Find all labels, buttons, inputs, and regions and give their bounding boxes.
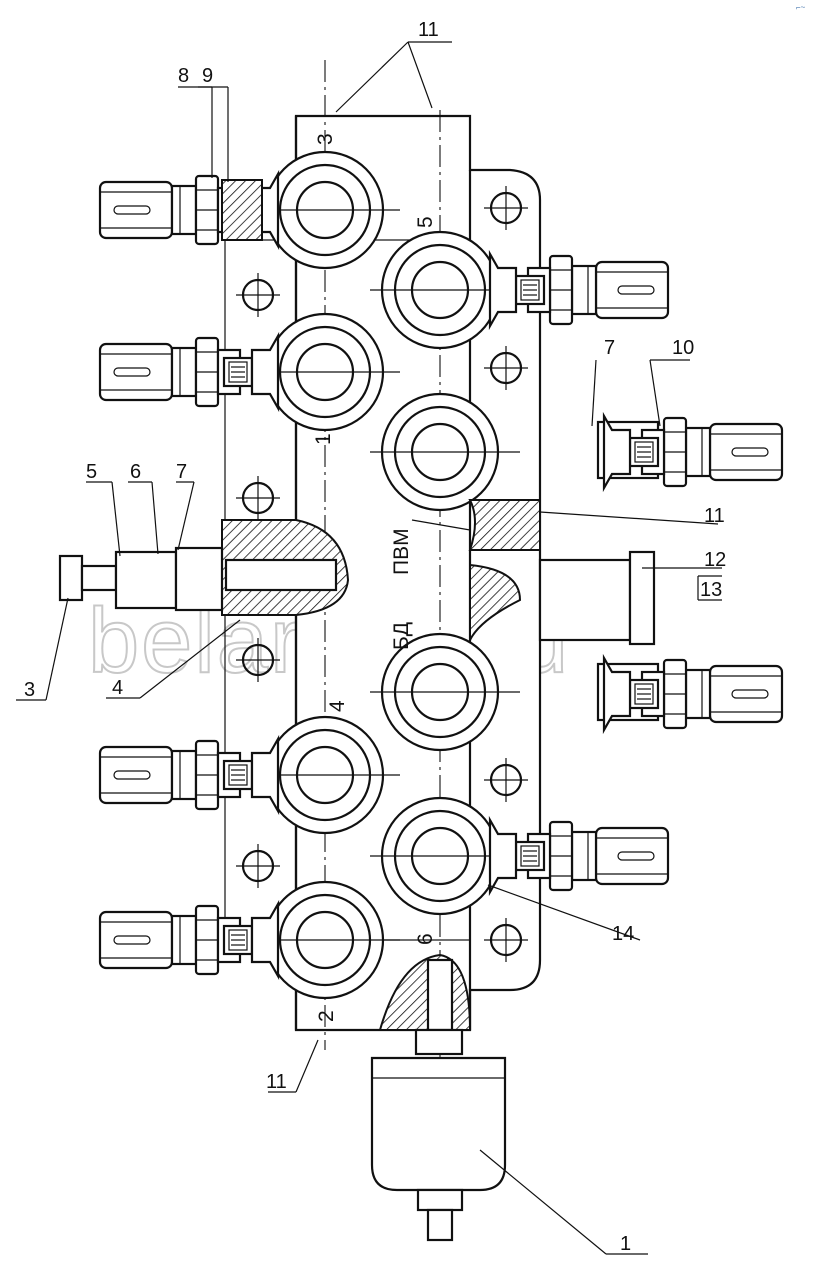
body-label-bd: БД [390, 622, 413, 650]
callout-leaders [16, 41, 722, 1255]
callout-7-right: 7 [604, 337, 615, 359]
mounting-holes [236, 186, 528, 962]
channel-mark-1: 1 [312, 433, 335, 445]
valve-right-12-13 [538, 550, 656, 646]
callout-1: 1 [620, 1233, 631, 1255]
callout-3: 3 [24, 679, 35, 701]
callout-10: 10 [672, 337, 694, 359]
channel-mark-2: 2 [315, 1010, 338, 1022]
callout-11-mid: 11 [704, 505, 725, 527]
callout-13: 13 [700, 579, 722, 601]
callout-12: 12 [704, 549, 726, 571]
callout-7-left: 7 [176, 461, 187, 483]
corner-logo-mark: ⌐~ [796, 3, 806, 12]
connectors-right [490, 254, 782, 892]
callout-11-bottom: 11 [266, 1071, 287, 1093]
callout-8: 8 [178, 65, 189, 87]
channel-mark-5: 5 [414, 216, 437, 228]
callout-4: 4 [112, 677, 123, 699]
callout-11-top: 11 [418, 19, 439, 41]
callout-9: 9 [202, 65, 213, 87]
pressure-sensor [370, 958, 507, 1242]
channel-mark-6: 6 [414, 933, 437, 945]
callout-6: 6 [130, 461, 141, 483]
relief-valve-left [58, 546, 224, 612]
channel-mark-4: 4 [326, 700, 349, 712]
callout-5: 5 [86, 461, 97, 483]
callout-labels: 11 8 9 7 10 5 6 7 11 12 13 3 4 14 11 1 [24, 19, 726, 1255]
hatched-sections [221, 179, 541, 1031]
body-label-pvm: ПВМ [390, 528, 413, 575]
callout-14: 14 [612, 923, 634, 945]
channel-mark-3: 3 [314, 133, 337, 145]
channel-marks: 1 2 3 4 5 6 ПВМ БД [312, 133, 437, 1022]
